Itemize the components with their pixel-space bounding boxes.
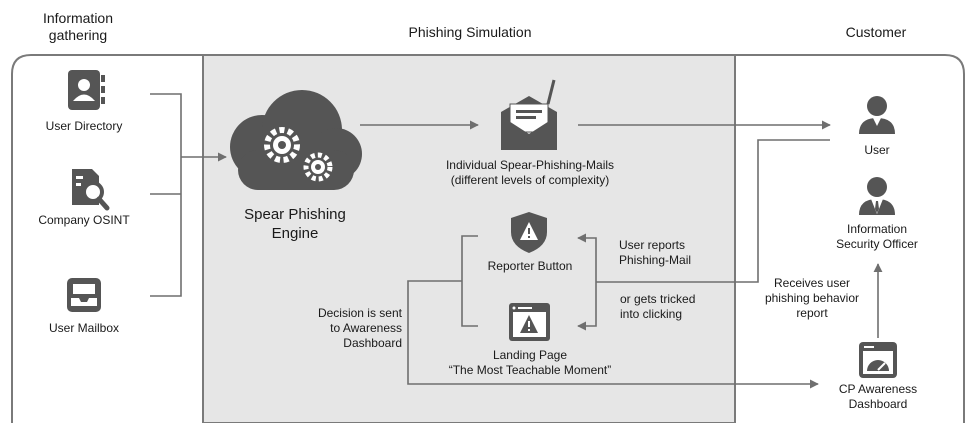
contact-book-icon (68, 70, 105, 110)
receives-line: phishing behavior (764, 291, 860, 305)
label-user: User (864, 143, 890, 157)
reporter-shield-icon (511, 212, 547, 253)
label-decision: Decision is sent to Awareness Dashboard (286, 306, 402, 351)
user-reports-line: Phishing-Mail (619, 253, 692, 267)
landing-line: “The Most Teachable Moment” (448, 363, 612, 377)
label-reporter-button: Reporter Button (487, 259, 573, 273)
header-line: gathering (48, 27, 108, 43)
arrow-to-landing (577, 282, 597, 331)
label-company-osint: Company OSINT (38, 213, 130, 227)
user-person-icon (859, 96, 895, 134)
tricked-line: or gets tricked (620, 292, 696, 306)
tricked-line: into clicking (620, 307, 683, 321)
label-engine: Spear Phishing Engine (220, 205, 370, 243)
header-info-gathering: Information gathering (18, 10, 138, 44)
header-line: Information (42, 10, 114, 26)
phishing-mail-icon (501, 79, 557, 150)
receives-line: report (796, 306, 828, 320)
label-landing-page: Landing Page “The Most Teachable Moment” (420, 348, 640, 378)
gear-icon (303, 152, 333, 182)
line-user-feedback (596, 139, 830, 283)
label-awareness-dashboard: CP Awareness Dashboard (818, 382, 938, 412)
header-phishing-simulation: Phishing Simulation (408, 24, 532, 40)
landing-line: Landing Page (492, 348, 568, 362)
osint-search-icon (72, 169, 110, 211)
label-user-directory: User Directory (45, 119, 123, 133)
engine-line: Engine (271, 225, 319, 242)
dashboard-line: CP Awareness (838, 382, 918, 396)
label-mails: Individual Spear-Phishing-Mails (differe… (410, 158, 650, 188)
iso-line: Information (846, 222, 908, 236)
label-user-reports: User reports Phishing-Mail (619, 238, 729, 268)
decision-line: Decision is sent (317, 306, 402, 320)
arrow-decision-to-dashboard (407, 280, 819, 389)
arrow-to-reporter (577, 233, 597, 282)
landing-page-icon (509, 303, 550, 341)
decision-line: to Awareness (330, 321, 402, 335)
engine-line: Spear Phishing (244, 206, 346, 223)
dashboard-gauge-icon (859, 342, 897, 378)
decision-line: Dashboard (343, 336, 402, 350)
sources-bracket (150, 93, 182, 297)
receives-line: Receives user (773, 276, 851, 290)
label-tricked: or gets tricked into clicking (620, 292, 730, 322)
mails-line: Individual Spear-Phishing-Mails (445, 158, 615, 172)
iso-line: Security Officer (836, 237, 918, 251)
mails-line: (different levels of complexity) (450, 173, 610, 187)
inbox-tray-icon (67, 278, 101, 312)
gear-icon (264, 127, 300, 163)
cloud-gears-icon (230, 90, 362, 190)
dashboard-line: Dashboard (848, 397, 908, 411)
security-officer-icon (859, 177, 895, 215)
label-receives-report: Receives user phishing behavior report (752, 276, 872, 321)
user-reports-line: User reports (619, 238, 686, 252)
label-user-mailbox: User Mailbox (48, 321, 120, 335)
header-customer: Customer (845, 24, 907, 40)
label-security-officer: Information Security Officer (812, 222, 942, 252)
